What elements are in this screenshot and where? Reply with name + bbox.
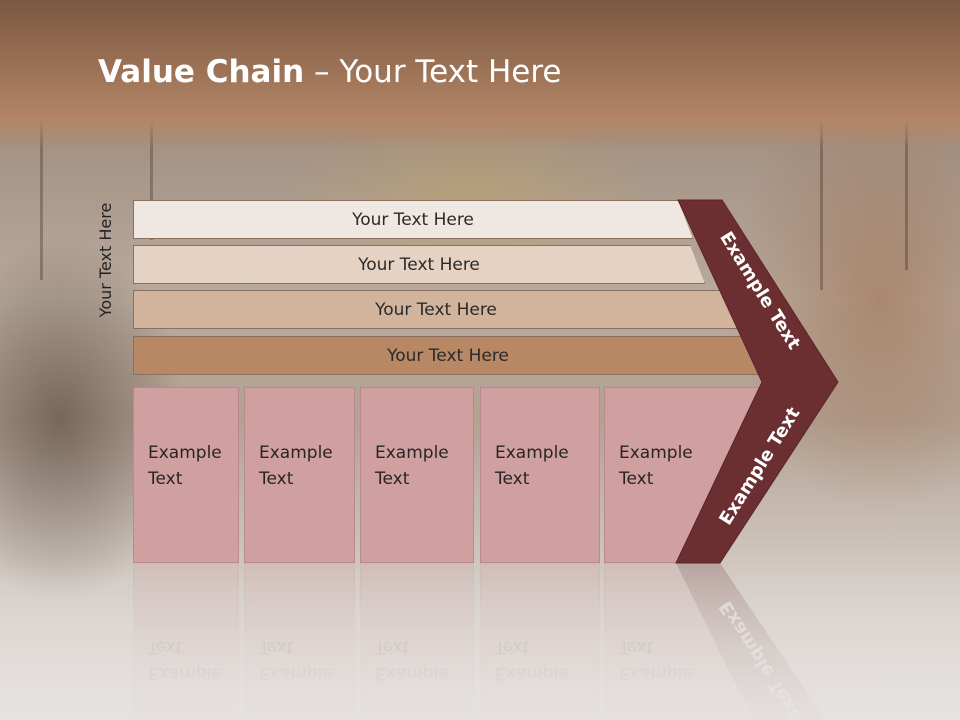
cell-line-2: Text <box>259 637 294 657</box>
cell-line-2: Text <box>259 469 294 489</box>
reflection-chevron <box>676 563 838 720</box>
cell-line-1: Example <box>619 443 693 463</box>
cell-line-1: Example <box>619 663 693 683</box>
reflection-cell-2: Example Text <box>244 563 355 720</box>
reflection-cell-1: Example Text <box>133 563 239 720</box>
support-row-2: Your Text Here <box>133 245 705 284</box>
cell-line-1: Example <box>495 443 569 463</box>
primary-cell-2: Example Text <box>244 387 355 563</box>
side-label: Your Text Here <box>96 202 115 318</box>
cell-line-2: Text <box>495 469 530 489</box>
cell-line-2: Text <box>495 637 530 657</box>
cell-line-1: Example <box>495 663 569 683</box>
support-row-1: Your Text Here <box>133 200 693 239</box>
reflection-fade <box>0 563 960 720</box>
cell-line-1: Example <box>148 663 222 683</box>
primary-cell-5: Example Text <box>604 387 760 563</box>
support-row-4: Your Text Here <box>133 336 763 375</box>
cell-line-2: Text <box>619 637 654 657</box>
cell-line-1: Example <box>259 663 333 683</box>
cell-line-2: Text <box>148 637 183 657</box>
cell-line-2: Text <box>375 469 410 489</box>
cell-line-1: Example <box>375 663 449 683</box>
primary-cell-1: Example Text <box>133 387 239 563</box>
background-tree <box>40 120 43 280</box>
primary-cell-4: Example Text <box>480 387 600 563</box>
background-tree <box>150 120 153 240</box>
reflection-cell-4: Example Text <box>480 563 600 720</box>
reflection: Example Text Example Text Example Text E… <box>0 563 960 720</box>
title-bold: Value Chain <box>98 54 305 90</box>
reflection-inner: Example Text Example Text Example Text E… <box>0 563 960 720</box>
reflection-chevron-shape <box>676 563 838 720</box>
reflection-cell-3: Example Text <box>360 563 474 720</box>
cell-line-2: Text <box>619 469 654 489</box>
primary-cell-3: Example Text <box>360 387 474 563</box>
page-title: Value Chain – Your Text Here <box>98 54 561 90</box>
background-tree <box>905 120 908 270</box>
cell-line-2: Text <box>375 637 410 657</box>
cell-line-1: Example <box>259 443 333 463</box>
reflection-cell-5: Example Text <box>604 563 760 720</box>
title-rest: – Your Text Here <box>304 54 562 90</box>
title-bar <box>0 0 960 150</box>
cell-line-2: Text <box>148 469 183 489</box>
reflection-chevron-label: Example Text <box>715 597 805 720</box>
cell-line-1: Example <box>148 443 222 463</box>
support-row-3: Your Text Here <box>133 290 739 329</box>
cell-line-1: Example <box>375 443 449 463</box>
